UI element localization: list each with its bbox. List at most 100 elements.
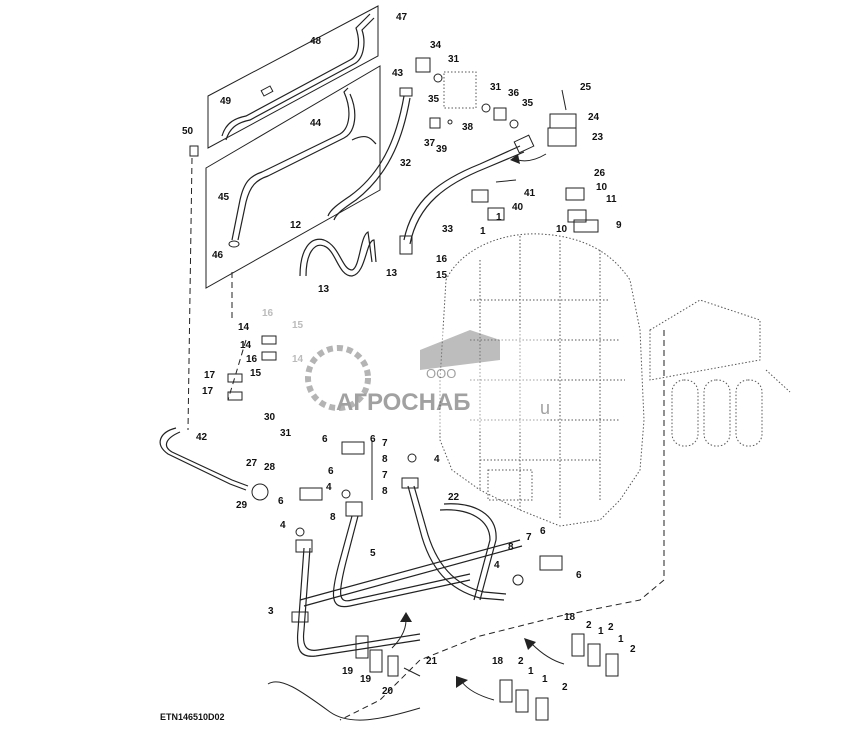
harness-outline — [267, 330, 665, 721]
tube-48-49 — [221, 13, 375, 141]
callout-14: 14 — [238, 322, 250, 333]
callout-16: 16 — [436, 254, 448, 265]
clamps-left — [227, 272, 277, 401]
callout-14: 14 — [292, 354, 304, 365]
callout-2: 2 — [562, 682, 568, 693]
callout-24: 24 — [588, 112, 600, 123]
callout-5: 5 — [370, 548, 376, 559]
callout-4: 4 — [280, 520, 286, 531]
callout-29: 29 — [236, 500, 248, 511]
callout-18: 18 — [564, 612, 576, 623]
tube-42 — [159, 427, 269, 501]
kit-frame-group — [205, 5, 381, 289]
watermark-gear-icon — [305, 345, 371, 411]
diagram-code: ETN146510D02 — [160, 712, 225, 722]
callout-4: 4 — [326, 482, 332, 493]
callout-13: 13 — [386, 268, 398, 279]
callout-26: 26 — [594, 168, 606, 179]
clamps-right — [471, 89, 599, 233]
direction-arrow-top — [510, 153, 547, 164]
callout-36: 36 — [508, 88, 520, 99]
callout-8: 8 — [508, 542, 514, 553]
callout-12: 12 — [290, 220, 302, 231]
callout-9: 9 — [616, 220, 622, 231]
callout-4: 4 — [494, 560, 500, 571]
callout-33: 33 — [442, 224, 454, 235]
callout-1: 1 — [542, 674, 548, 685]
callout-2: 2 — [630, 644, 636, 655]
callout-8: 8 — [330, 512, 336, 523]
callout-34: 34 — [430, 40, 442, 51]
callout-6: 6 — [576, 570, 582, 581]
watermark-org: ООО — [426, 366, 456, 381]
transmission-housing — [439, 233, 645, 527]
callout-1: 1 — [496, 212, 502, 223]
callout-6: 6 — [370, 434, 376, 445]
callout-8: 8 — [382, 486, 388, 497]
callout-22: 22 — [448, 492, 460, 503]
callout-15: 15 — [250, 368, 262, 379]
hose-32 — [327, 87, 413, 221]
callout-35: 35 — [522, 98, 534, 109]
watermark: ООО АГРОСНАБ u — [296, 330, 550, 430]
callout-6: 6 — [278, 496, 284, 507]
callout-35: 35 — [428, 94, 440, 105]
clamps-center — [295, 440, 563, 586]
callout-21: 21 — [426, 656, 438, 667]
callout-23: 23 — [592, 132, 604, 143]
callout-28: 28 — [264, 462, 276, 473]
callout-15: 15 — [292, 320, 304, 331]
callout-6: 6 — [328, 466, 334, 477]
callout-1: 1 — [598, 626, 604, 637]
callout-44: 44 — [310, 118, 322, 129]
callout-8: 8 — [382, 454, 388, 465]
callout-6: 6 — [322, 434, 328, 445]
watermark-suffix: u — [540, 398, 550, 418]
callout-4: 4 — [434, 454, 440, 465]
direction-arrows-bottom — [391, 612, 565, 701]
callout-43: 43 — [392, 68, 404, 79]
fittings-top — [415, 57, 519, 129]
watermark-name: АГРОСНАБ — [336, 389, 471, 416]
callout-1: 1 — [480, 226, 486, 237]
hose-33 — [399, 134, 535, 255]
filter-housing — [649, 299, 791, 447]
callout-31: 31 — [448, 54, 460, 65]
callout-32: 32 — [400, 158, 412, 169]
callout-45: 45 — [218, 192, 230, 203]
callout-10: 10 — [556, 224, 568, 235]
callout-13: 13 — [318, 284, 330, 295]
fitting-50 — [187, 145, 199, 431]
hose-22 — [401, 477, 507, 601]
callout-15: 15 — [436, 270, 448, 281]
callout-2: 2 — [586, 620, 592, 631]
callout-2: 2 — [608, 622, 614, 633]
callout-41: 41 — [524, 188, 536, 199]
kit-frame-upper — [207, 5, 379, 149]
callout-39: 39 — [436, 144, 448, 155]
hose-crosslink — [299, 539, 523, 607]
hose-5 — [332, 501, 471, 608]
callout-25: 25 — [580, 82, 592, 93]
callout-19: 19 — [360, 674, 372, 685]
callout-30: 30 — [264, 412, 276, 423]
callout-42: 42 — [196, 432, 208, 443]
callout-48: 48 — [310, 36, 322, 47]
callout-7: 7 — [526, 532, 532, 543]
callout-16: 16 — [262, 308, 274, 319]
callout-1: 1 — [618, 634, 624, 645]
kit-frame-lower — [205, 65, 381, 289]
callout-27: 27 — [246, 458, 258, 469]
callout-46: 46 — [212, 250, 224, 261]
callout-2: 2 — [518, 656, 524, 667]
callout-17: 17 — [202, 386, 214, 397]
callout-31: 31 — [280, 428, 292, 439]
callout-17: 17 — [204, 370, 216, 381]
callout-labels: 4748494344454650343135383739313635252423… — [182, 12, 636, 697]
callout-47: 47 — [396, 12, 408, 23]
callout-1: 1 — [528, 666, 534, 677]
callout-3: 3 — [268, 606, 274, 617]
callout-10: 10 — [596, 182, 608, 193]
callout-38: 38 — [462, 122, 474, 133]
